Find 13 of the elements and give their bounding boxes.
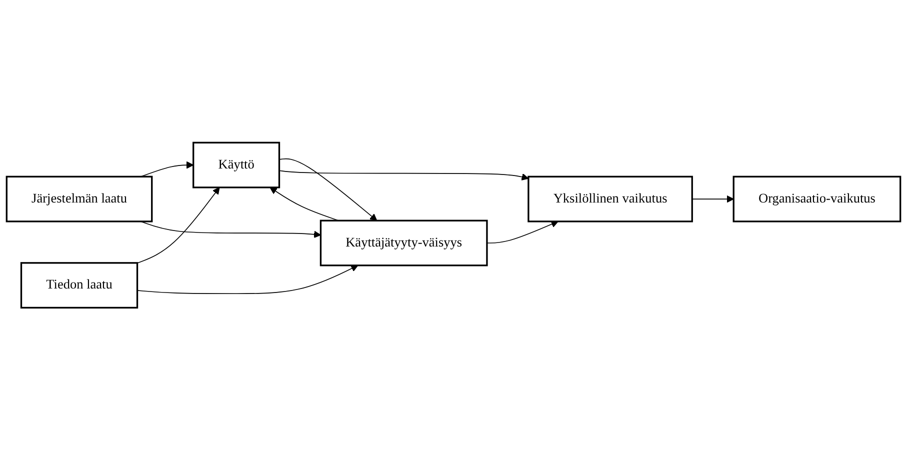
node-box: Käyttäjätyyty-väisyys <box>320 220 488 266</box>
arrow <box>486 220 558 244</box>
node-box: Järjestelmän laatu <box>6 176 153 222</box>
node-box: Tiedon laatu <box>20 262 138 308</box>
arrow <box>140 220 322 238</box>
arrow <box>136 264 358 294</box>
arrow <box>692 195 734 203</box>
arrow <box>278 170 529 180</box>
node-box: Organisaatio-vaikutus <box>732 176 902 222</box>
arrow <box>136 186 220 264</box>
arrow <box>278 158 378 221</box>
node-box: Yksilöllinen vaikutus <box>528 176 693 222</box>
node-box: Käyttö <box>192 142 280 188</box>
